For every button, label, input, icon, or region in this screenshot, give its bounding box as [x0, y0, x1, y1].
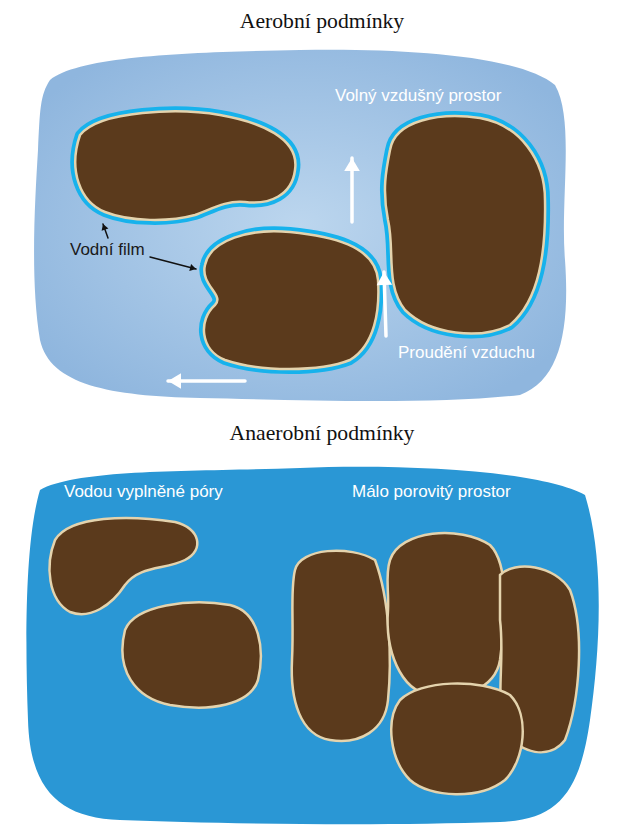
flow-label: Proudění vzduchu — [398, 343, 535, 363]
region-label: Volný vzdušný prostor — [335, 86, 501, 106]
anaerobic-panel: Anaerobní podmínkyVodou vyplněné póry Mál… — [0, 410, 621, 829]
soil-particle — [204, 231, 378, 369]
aerobic-panel: Aerobní podmínkyVolný vzdušný prostorVod… — [0, 0, 621, 410]
region-label: Málo porovitý prostor — [352, 482, 511, 502]
arrow-shaft — [150, 257, 196, 269]
panel-heading: Anaerobní podmínky — [32, 420, 612, 446]
pore-space — [26, 467, 598, 824]
soil-particle — [385, 116, 545, 333]
pore-space — [34, 50, 566, 401]
panel-heading: Aerobní podmínky — [32, 8, 612, 34]
soil-particle — [75, 112, 295, 220]
soil-particle — [50, 518, 198, 614]
soil-particle — [292, 551, 390, 741]
region-label: Vodou vyplněné póry — [64, 482, 223, 502]
soil-particle — [387, 533, 504, 696]
water-film — [385, 116, 545, 333]
water-film — [204, 231, 378, 369]
water-film — [75, 112, 295, 220]
arrow-head — [344, 158, 360, 171]
arrow-head — [189, 264, 196, 271]
soil-illustration — [0, 410, 621, 829]
arrow-head — [168, 373, 181, 389]
film-label: Vodní film — [70, 240, 145, 260]
soil-particle — [391, 684, 522, 795]
soil-particle — [122, 602, 260, 707]
arrow-head — [377, 272, 393, 285]
arrow-head — [102, 224, 109, 231]
